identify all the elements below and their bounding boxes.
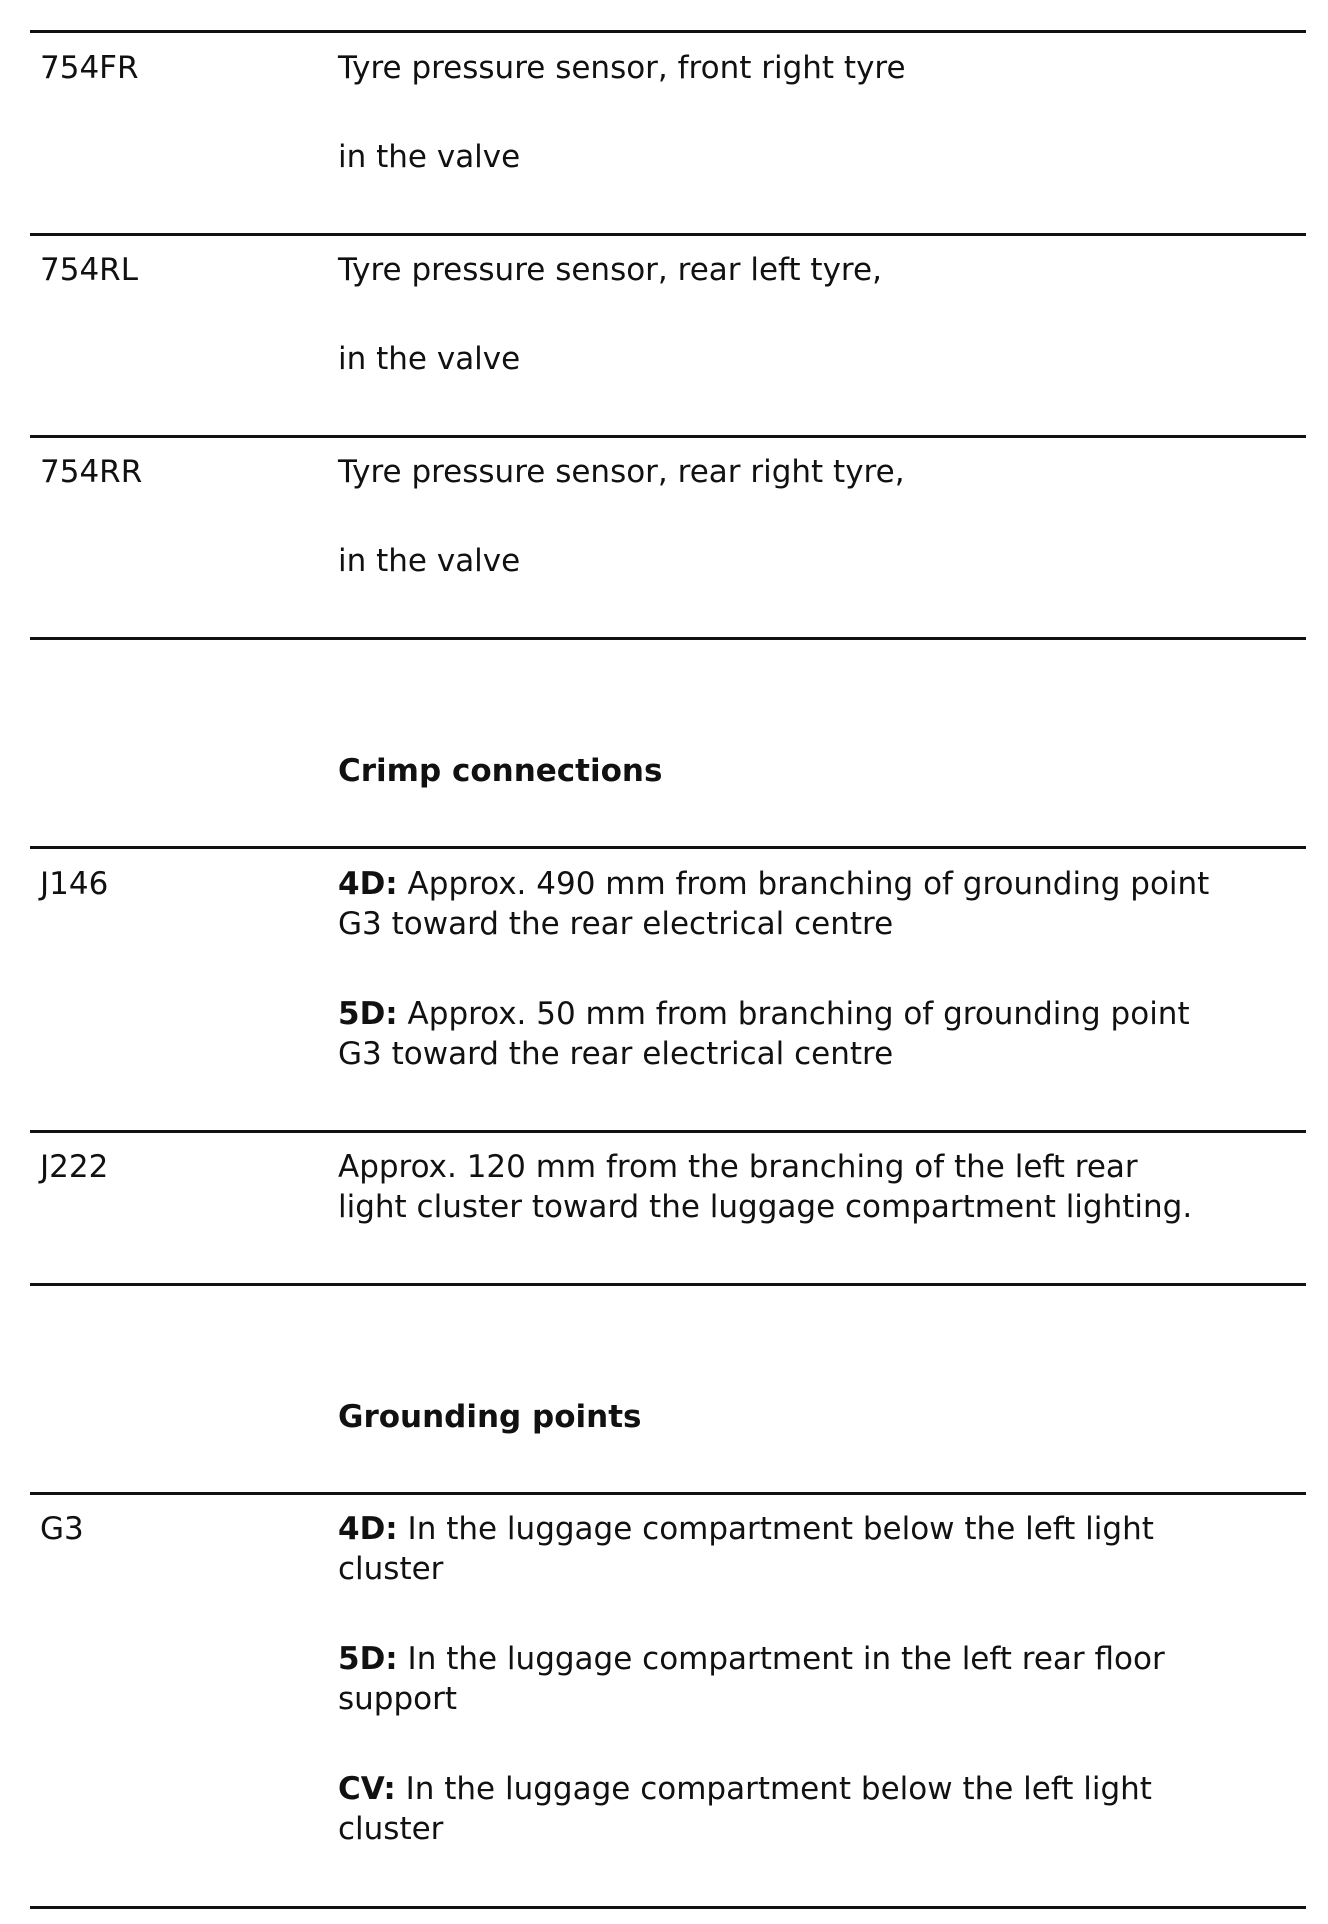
- component-location: in the valve: [338, 543, 521, 579]
- variant-label: CV:: [338, 1771, 396, 1807]
- connection-description-5d: 5D: Approx. 50 mm from branching of grou…: [338, 996, 1190, 1032]
- table-rule: [30, 1492, 1306, 1495]
- grounding-code: G3: [40, 1511, 84, 1547]
- table-rule: [30, 846, 1306, 849]
- component-location: in the valve: [338, 341, 521, 377]
- variant-label: 4D:: [338, 1511, 398, 1547]
- connection-description-cont: light cluster toward the luggage compart…: [338, 1189, 1193, 1225]
- component-description: Tyre pressure sensor, rear right tyre,: [338, 454, 905, 490]
- section-heading-grounding: Grounding points: [338, 1399, 642, 1435]
- component-description: Tyre pressure sensor, front right tyre: [338, 50, 906, 86]
- connection-description-5d-cont: G3 toward the rear electrical centre: [338, 1036, 894, 1072]
- connection-code: J146: [40, 866, 109, 902]
- table-rule: [30, 30, 1306, 33]
- connection-description-4d-cont: G3 toward the rear electrical centre: [338, 906, 894, 942]
- component-code: 754RR: [40, 454, 143, 490]
- section-heading-crimp: Crimp connections: [338, 753, 663, 789]
- connection-description: Approx. 120 mm from the branching of the…: [338, 1149, 1138, 1185]
- table-rule: [30, 637, 1306, 640]
- grounding-description-5d-cont: support: [338, 1681, 458, 1717]
- grounding-description-cv: CV: In the luggage compartment below the…: [338, 1771, 1152, 1807]
- variant-label: 5D:: [338, 996, 398, 1032]
- connection-code: J222: [40, 1149, 109, 1185]
- table-rule: [30, 435, 1306, 438]
- table-rule: [30, 1906, 1306, 1909]
- component-location: in the valve: [338, 139, 521, 175]
- component-code: 754RL: [40, 252, 138, 288]
- grounding-description-4d: 4D: In the luggage compartment below the…: [338, 1511, 1154, 1547]
- component-description: Tyre pressure sensor, rear left tyre,: [338, 252, 882, 288]
- variant-label: 4D:: [338, 866, 398, 902]
- grounding-description-5d: 5D: In the luggage compartment in the le…: [338, 1641, 1165, 1677]
- table-rule: [30, 233, 1306, 236]
- grounding-description-4d-cont: cluster: [338, 1551, 444, 1587]
- variant-label: 5D:: [338, 1641, 398, 1677]
- connection-description-4d: 4D: Approx. 490 mm from branching of gro…: [338, 866, 1210, 902]
- table-rule: [30, 1283, 1306, 1286]
- component-code: 754FR: [40, 50, 139, 86]
- table-rule: [30, 1130, 1306, 1133]
- grounding-description-cv-cont: cluster: [338, 1811, 444, 1847]
